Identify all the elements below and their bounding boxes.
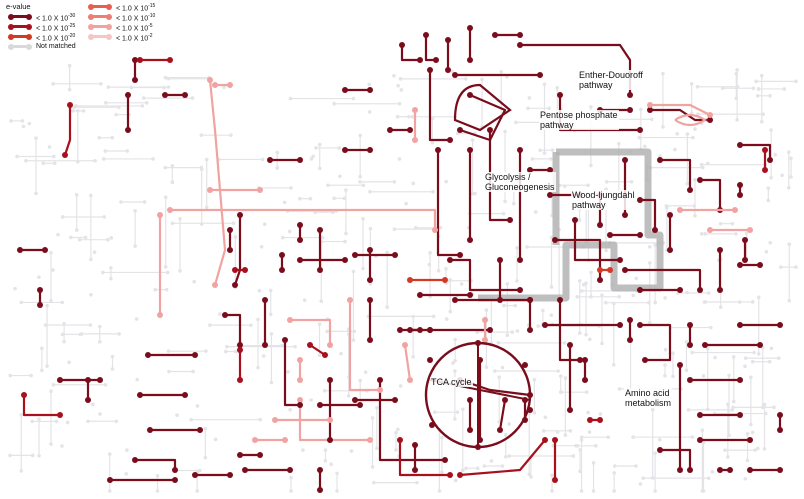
legend-swatch-5	[88, 23, 112, 30]
pathway-label-glycolysis: Glycolysis / Gluconeogenesis	[484, 172, 556, 192]
legend-swatch-15	[88, 3, 112, 10]
pathway-label-amino-acid: Amino acid metabolism	[624, 388, 673, 408]
legend-label-10: < 1.0 X 10	[116, 15, 149, 23]
pathway-label-wood-ljungdahl: Wood-ljungdahl pathway	[571, 190, 636, 210]
legend-exp-25: -25	[68, 23, 76, 29]
legend-exp-20: -20	[68, 33, 76, 39]
legend-exp-10: -10	[148, 13, 156, 19]
legend-exp-5: -5	[148, 23, 153, 29]
pathway-label-pentose-phosphate: Pentose phosphate pathway	[539, 110, 619, 130]
legend-label-2: < 1.0 X 10	[116, 35, 149, 43]
pathway-label-enther-douoroff: Enther-Douoroff pathway	[578, 70, 644, 90]
legend-exp-30: -30	[68, 13, 76, 19]
legend-exp-15: -15	[148, 3, 156, 9]
legend-swatch-30	[8, 13, 32, 20]
evalue-legend: e-value < 1.0 X 10-30 < 1.0 X 10-25 < 1.…	[6, 2, 155, 60]
legend-swatch-not-matched	[8, 43, 32, 50]
legend-title: e-value	[6, 2, 31, 11]
legend-swatch-2	[88, 33, 112, 40]
legend-label-20: < 1.0 X 10	[36, 35, 69, 43]
pathway-label-tca-cycle: TCA cycle	[430, 377, 473, 387]
legend-label-not-matched: Not matched	[36, 43, 76, 50]
matched-network	[17, 25, 783, 493]
legend-exp-2: -2	[148, 33, 153, 39]
legend-label-25: < 1.0 X 10	[36, 25, 69, 33]
wood-ljungdahl-highlight	[478, 148, 664, 302]
legend-swatch-20	[8, 33, 32, 40]
legend-swatch-10	[88, 13, 112, 20]
legend-label-30: < 1.0 X 10	[36, 15, 69, 23]
unmatched-network	[8, 63, 798, 493]
legend-swatch-25	[8, 23, 32, 30]
legend-label-15: < 1.0 X 10	[116, 5, 149, 13]
legend-label-5: < 1.0 X 10	[116, 25, 149, 33]
